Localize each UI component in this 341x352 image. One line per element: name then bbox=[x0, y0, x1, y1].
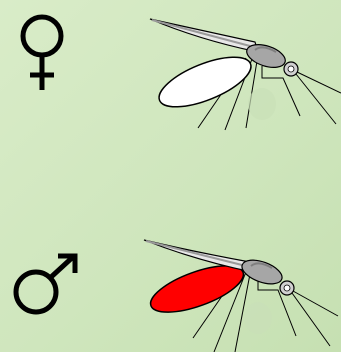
female-mosquito bbox=[150, 19, 341, 130]
mosquito-proboscis bbox=[297, 72, 341, 93]
male-mosquito bbox=[144, 240, 338, 352]
female-symbol-icon bbox=[23, 17, 61, 90]
mosquito-wing bbox=[153, 47, 257, 117]
male-symbol-icon bbox=[16, 256, 75, 312]
mosquito-thorax bbox=[239, 255, 285, 288]
